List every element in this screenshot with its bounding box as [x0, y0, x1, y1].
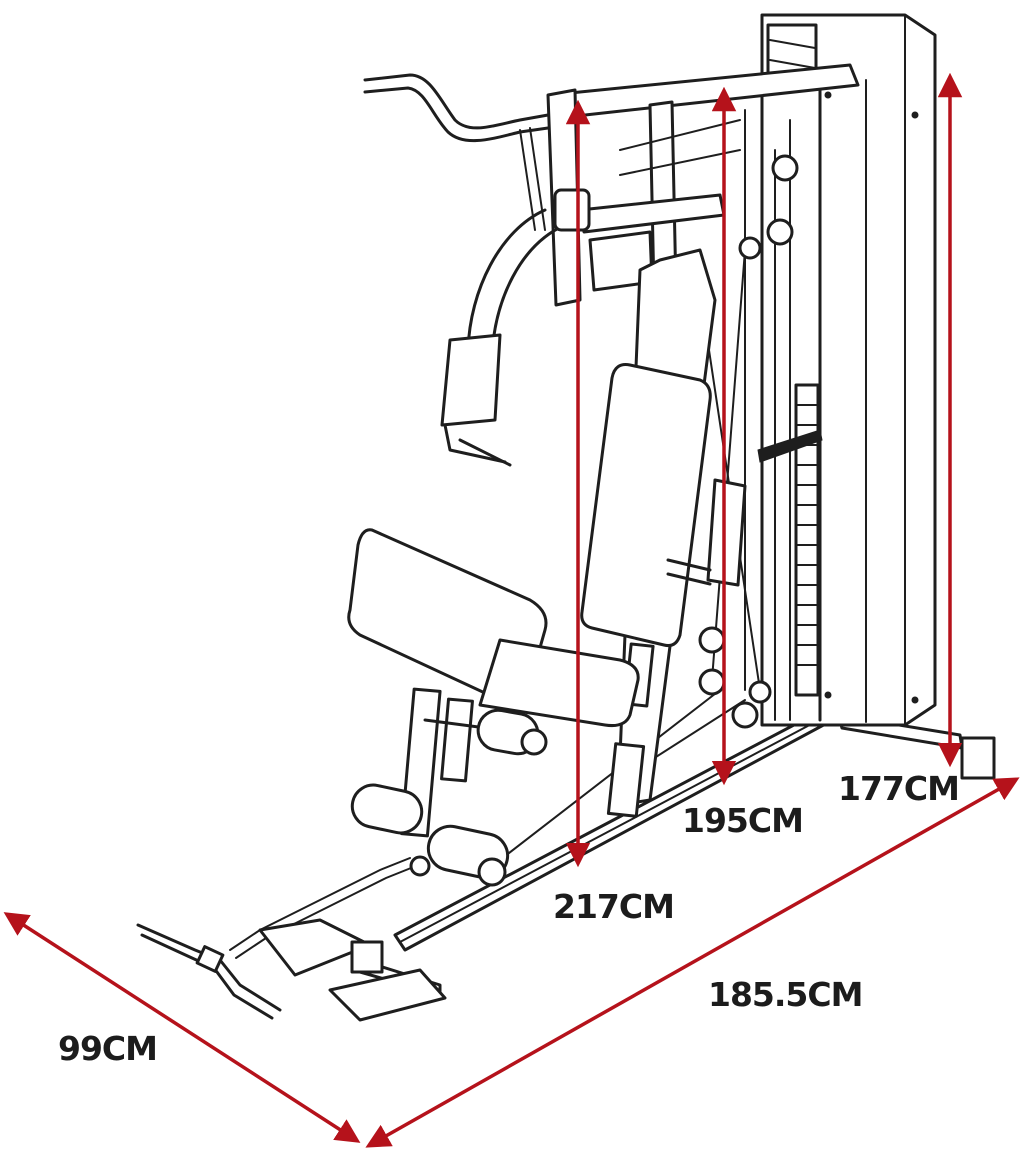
arrow-width — [3, 912, 361, 1143]
label-width: 99CM — [58, 1029, 158, 1068]
low-handle-bar — [136, 923, 282, 1020]
label-tower-height: 177CM — [838, 769, 960, 808]
back-pad — [580, 363, 747, 647]
press-arm — [440, 188, 591, 467]
lat-pulldown-bar — [363, 73, 550, 231]
dimension-arrows — [3, 72, 1020, 1148]
weight-stack-tower — [760, 13, 937, 727]
label-total-height: 217CM — [553, 887, 675, 926]
seat — [347, 528, 640, 727]
arrow-length — [365, 777, 1020, 1148]
label-length: 185.5CM — [708, 975, 863, 1014]
label-frame-height: 195CM — [682, 801, 804, 840]
